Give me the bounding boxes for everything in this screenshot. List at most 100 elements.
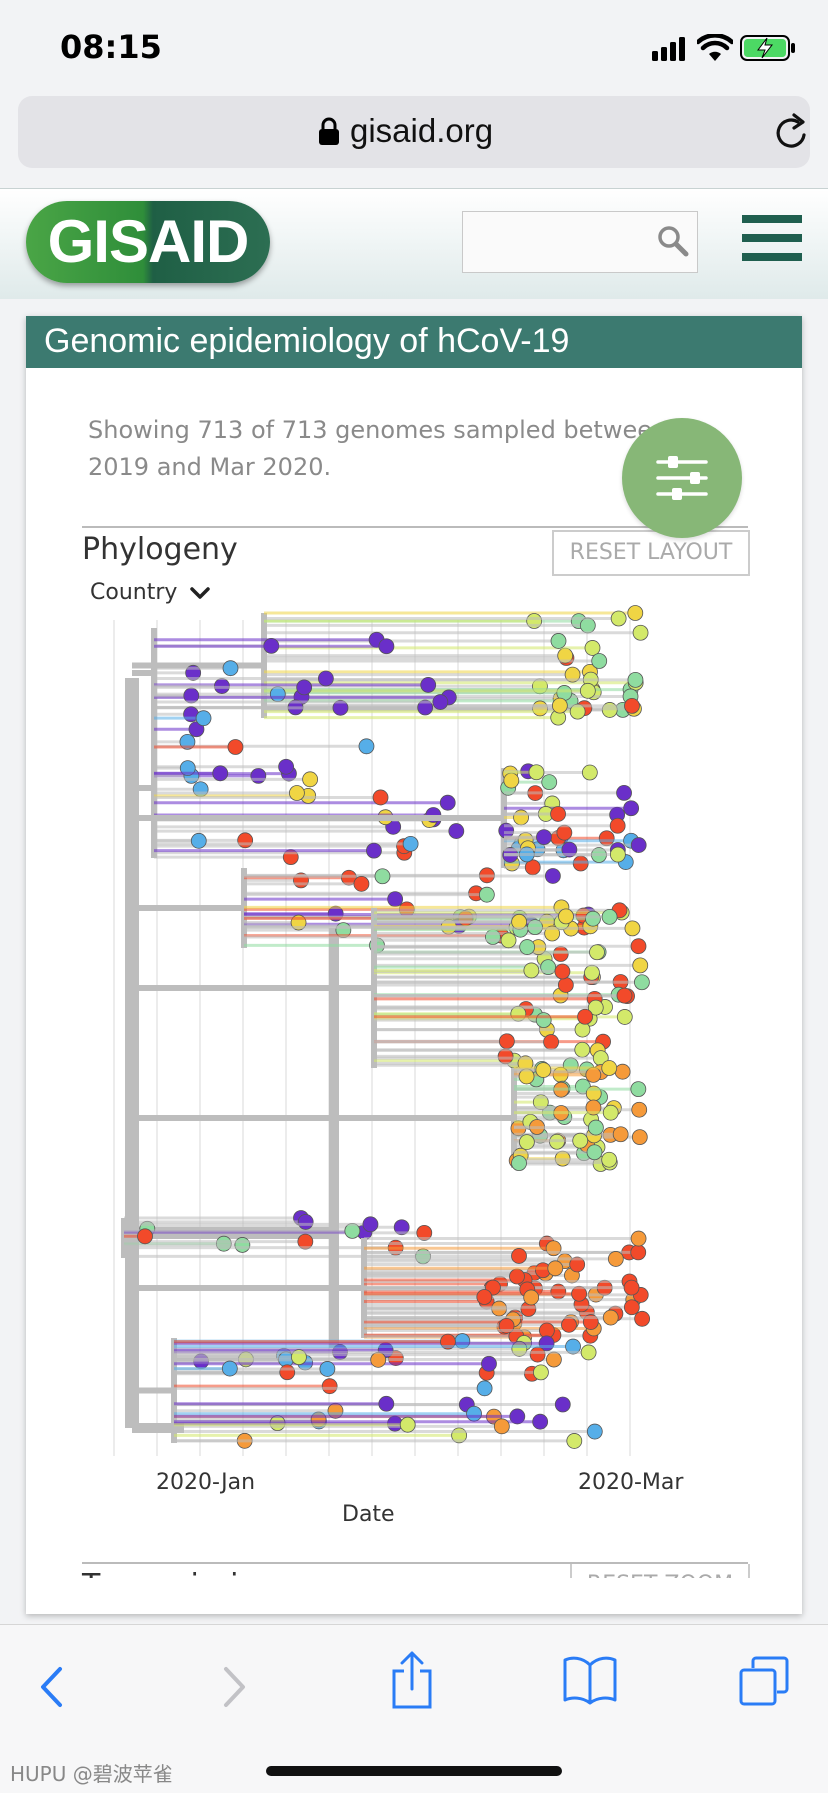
tree-tip [399,1416,416,1433]
tree-tip [585,910,601,927]
tree-tip [624,920,641,937]
tree-tip [296,679,313,696]
tree-tip [432,694,449,710]
watermark: HUPU @碧波苹雀 [10,1762,173,1786]
tree-tip [362,1216,379,1233]
tree-tip [420,677,437,693]
tree-tip [551,697,568,714]
reset-layout-button[interactable]: RESET LAYOUT [552,530,750,576]
tree-tip [616,987,633,1004]
tree-tip [195,710,212,727]
tree-tip [610,610,627,627]
home-indicator [266,1766,562,1776]
tree-tip [579,617,596,634]
site-search-input[interactable] [462,211,698,273]
tree-tip [614,1063,631,1080]
address-bar[interactable]: gisaid.org [18,96,810,168]
summary-line-2: 2019 and Mar 2020. [88,453,332,481]
gisaid-logo[interactable]: GISAID [26,201,270,283]
tree-tip [297,1214,314,1230]
tree-tip [612,1126,629,1143]
tree-tip [321,1378,338,1395]
menu-icon[interactable] [742,215,802,267]
tree-tip [533,1364,549,1381]
tree-tip [585,1066,602,1083]
tree-tip [378,638,395,655]
tree-tip [137,1228,153,1245]
phylogeny-tree[interactable] [44,388,784,1568]
tree-tip [476,1289,493,1305]
logo-text: GISAID [47,208,250,275]
tree-tip [598,830,615,847]
nextstrain-panel: Genomic epidemiology of hCoV-19 Showing … [26,316,802,1614]
tree-tip [633,974,650,991]
tree-tip [448,823,465,839]
tree-tip [584,964,600,981]
tree-tip [221,1360,238,1377]
tree-tip [500,932,517,949]
panel-body: Showing 713 of 713 genomes sampled betwe… [44,388,784,1614]
bookmarks-icon[interactable] [562,1655,618,1705]
tree-tip [212,765,229,782]
tree-tip [558,908,574,925]
tabs-icon[interactable] [738,1655,790,1707]
tree-tip [630,1244,647,1261]
tree-tip [552,946,569,962]
tree-tip [630,837,647,853]
tree-tip [374,868,391,885]
color-by-value: Country [90,580,178,605]
tree-tip [188,721,205,738]
tree-tip [566,1433,583,1449]
tree-tip [630,938,647,955]
tree-tip [591,653,608,669]
tree-tip [550,633,567,649]
reload-icon[interactable] [774,113,810,151]
forward-icon[interactable] [222,1665,248,1709]
tree-tip [609,846,626,863]
battery-charging-icon [740,35,795,61]
wifi-icon [697,34,733,61]
tree-tip [387,891,404,908]
x-axis-label: Date [342,1502,395,1527]
url-text: gisaid.org [350,112,494,149]
tree-tip [587,999,604,1016]
tree-tip [278,758,295,775]
chevron-down-icon [190,587,211,599]
tree-tip [545,1351,562,1368]
tree-tip [476,1380,493,1397]
x-tick-label: 2020-Jan [156,1470,256,1495]
tree-tip [353,875,370,892]
tree-tip [569,703,586,720]
tree-tip [319,1361,336,1377]
tree-tip [623,1299,640,1316]
tree-tip [544,868,561,884]
tree-tip [332,699,349,716]
share-icon[interactable] [390,1649,434,1711]
tree-tip [623,800,640,817]
sliders-icon [656,456,708,500]
dataset-summary: Showing 713 of 713 genomes sampled betwe… [88,412,708,486]
tree-tip [417,699,434,716]
tree-tip [602,1104,619,1121]
tree-tip [616,785,632,801]
panel-title: Genomic epidemiology of hCoV-19 [44,322,570,360]
tree-tip [574,1021,591,1038]
tree-tip [586,1144,603,1161]
section-divider [82,1562,748,1564]
back-icon[interactable] [38,1665,64,1709]
tree-tip [481,1355,497,1372]
summary-line-1: Showing 713 of 713 genomes sampled betwe… [88,416,652,444]
tree-tip [509,1408,526,1425]
tree-tip [269,686,286,703]
tree-tip [511,1248,527,1264]
tree-tip [624,697,640,714]
tree-tip [601,908,618,925]
lock-icon [319,117,339,145]
tree-tip [416,1224,433,1241]
color-by-dropdown[interactable]: Country [90,580,211,605]
tree-tip [535,1062,552,1078]
tree-tip [519,939,536,955]
search-icon[interactable] [657,225,689,257]
filter-button[interactable] [622,418,742,538]
tree-tip [279,1364,296,1381]
